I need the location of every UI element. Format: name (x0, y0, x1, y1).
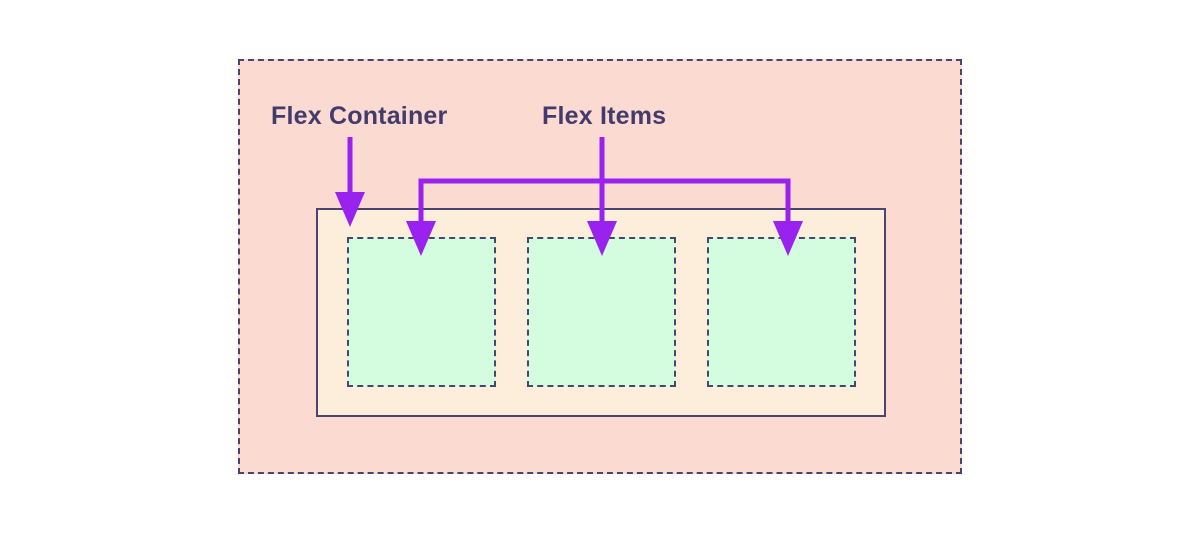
label-flex-items: Flex Items (542, 102, 667, 130)
flex-item-1 (347, 237, 496, 387)
flex-item-2 (527, 237, 676, 387)
label-flex-container: Flex Container (271, 102, 448, 130)
flex-item-3 (707, 237, 856, 387)
